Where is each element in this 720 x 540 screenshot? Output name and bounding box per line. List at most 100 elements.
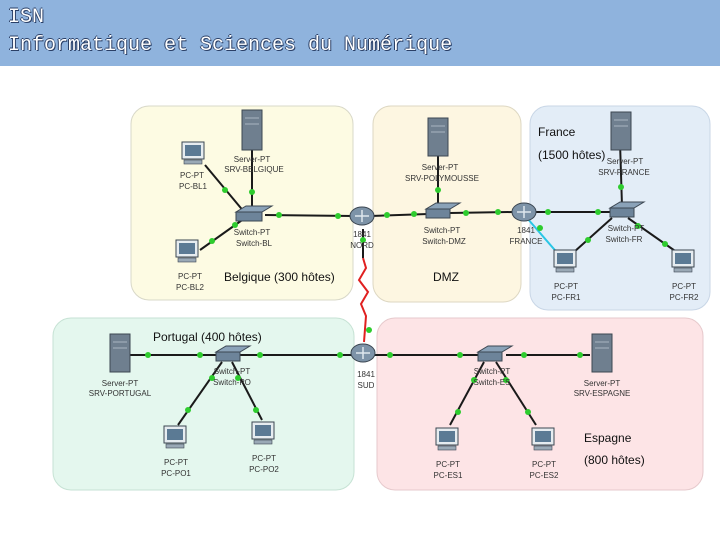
device-name-label: PC-ES1 <box>434 471 463 480</box>
device-type-label: PC-PT <box>554 282 578 291</box>
device-pc-fr1[interactable]: PC-PT PC-FR1 <box>552 249 581 302</box>
port-dot <box>525 409 531 415</box>
device-type-label: PC-PT <box>532 460 556 469</box>
device-name-label: PC-FR2 <box>670 293 699 302</box>
device-srv-polymousse[interactable]: Server-PT SRV-POLYMOUSSE <box>405 117 479 183</box>
device-type-label: Switch-PT <box>474 367 511 376</box>
device-name-label: PC-BL1 <box>179 182 208 191</box>
port-dot <box>337 352 343 358</box>
port-dot <box>521 352 527 358</box>
switch-body <box>609 207 635 218</box>
port-dot <box>360 237 366 243</box>
port-dot <box>455 409 461 415</box>
device-router-france[interactable]: 1841 FRANCE <box>510 202 543 246</box>
port-dot <box>595 209 601 215</box>
device-pc-es2[interactable]: PC-PT PC-ES2 <box>530 427 559 480</box>
device-type-label: PC-PT <box>252 454 276 463</box>
device-type-label: Switch-PT <box>234 228 271 237</box>
serial-link-nord-sud <box>357 257 370 343</box>
device-pc-fr2[interactable]: PC-PT PC-FR2 <box>670 249 699 302</box>
device-name-label: PC-PO2 <box>249 465 279 474</box>
device-type-label: Server-PT <box>422 163 459 172</box>
port-dot <box>253 407 259 413</box>
port-dot <box>197 352 203 358</box>
device-srv-belgique[interactable]: Server-PT SRV-BELGIQUE <box>224 109 284 174</box>
device-name-label: SRV-POLYMOUSSE <box>405 174 479 183</box>
device-type-label: PC-PT <box>164 458 188 467</box>
switch-body <box>477 351 503 362</box>
device-name-label: Switch-BL <box>236 239 273 248</box>
port-dot <box>635 223 641 229</box>
device-switch-dmz[interactable]: Switch-PT Switch-DMZ <box>422 202 466 246</box>
zone-title-dmz: DMZ <box>433 270 459 284</box>
link-pcbl2-swbl <box>199 217 246 251</box>
port-dot <box>232 222 238 228</box>
port-dot <box>577 352 583 358</box>
device-pc-po2[interactable]: PC-PT PC-PO2 <box>249 421 279 474</box>
zone-espagne <box>376 317 704 491</box>
port-dot <box>585 237 591 243</box>
device-name-label: PC-PO1 <box>161 469 191 478</box>
device-switch-es[interactable]: Switch-PT Switch-ES <box>474 345 514 387</box>
slide-title: ISN <box>8 6 45 29</box>
port-dot <box>411 211 417 217</box>
link-swpo-pcpo1 <box>177 361 223 426</box>
device-switch-po[interactable]: Switch-PT Switch-PO <box>213 345 252 387</box>
port-dot <box>235 375 241 381</box>
device-pc-po1[interactable]: PC-PT PC-PO1 <box>161 425 191 478</box>
link-nord-swdmz <box>369 213 429 217</box>
zone-title-portugal: Portugal (400 hôtes) <box>153 330 262 344</box>
port-dot <box>618 184 624 190</box>
server-icon <box>610 111 632 151</box>
port-dot <box>209 238 215 244</box>
device-type-label: Server-PT <box>234 155 271 164</box>
device-name-label: Switch-ES <box>474 378 511 387</box>
device-pc-bl1[interactable]: PC-PT PC-BL1 <box>179 141 208 191</box>
link-swfr-pcfr1 <box>573 217 613 253</box>
port-dot <box>185 407 191 413</box>
link-swes-pces1 <box>449 361 485 426</box>
server-icon <box>591 333 613 373</box>
device-srv-espagne[interactable]: Server-PT SRV-ESPAGNE <box>574 333 631 398</box>
port-dot <box>335 213 341 219</box>
server-icon <box>109 333 131 373</box>
device-name-label: SRV-ESPAGNE <box>574 389 631 398</box>
device-router-nord[interactable]: 1841 NORD <box>349 206 375 250</box>
device-type-label: PC-PT <box>672 282 696 291</box>
port-dot <box>503 377 509 383</box>
zone-title-belgique: Belgique (300 hôtes) <box>224 270 335 284</box>
zone-title-espagne: Espagne <box>584 431 632 445</box>
zone-subtitle-espagne: (800 hôtes) <box>584 453 645 467</box>
link-swdmz-rfrance <box>449 211 513 214</box>
port-dot <box>209 375 215 381</box>
port-dot <box>495 209 501 215</box>
device-srv-portugal[interactable]: Server-PT SRV-PORTUGAL <box>89 333 152 398</box>
port-dot <box>662 241 668 247</box>
device-name-label: PC-FR1 <box>552 293 581 302</box>
port-dot <box>537 225 543 231</box>
device-name-label: SRV-PORTUGAL <box>89 389 152 398</box>
device-pc-es1[interactable]: PC-PT PC-ES1 <box>434 427 463 480</box>
device-router-sud[interactable]: 1841 SUD <box>350 343 376 390</box>
device-pc-bl2[interactable]: PC-PT PC-BL2 <box>175 239 205 292</box>
port-dot <box>435 187 441 193</box>
port-dot <box>384 212 390 218</box>
device-srv-france[interactable]: Server-PT SRV-FRANCE <box>598 111 650 177</box>
device-switch-fr[interactable]: Switch-PT Switch-FR <box>606 201 646 244</box>
port-dot <box>257 352 263 358</box>
device-name-label: SRV-FRANCE <box>598 168 649 177</box>
port-dot <box>145 352 151 358</box>
port-dot <box>545 209 551 215</box>
device-name-label: Switch-DMZ <box>422 237 466 246</box>
port-dot <box>249 189 255 195</box>
device-switch-bl[interactable]: Switch-PT Switch-BL <box>234 205 274 248</box>
device-type-label: PC-PT <box>436 460 460 469</box>
device-type-label: Switch-PT <box>424 226 461 235</box>
device-name-label: SUD <box>358 381 375 390</box>
device-type-label: 1841 <box>353 230 371 239</box>
device-name-label: PC-ES2 <box>530 471 559 480</box>
device-type-label: PC-PT <box>180 171 204 180</box>
port-dot <box>457 352 463 358</box>
device-type-label: Server-PT <box>102 379 139 388</box>
zone-subtitle-france: (1500 hôtes) <box>538 148 605 162</box>
